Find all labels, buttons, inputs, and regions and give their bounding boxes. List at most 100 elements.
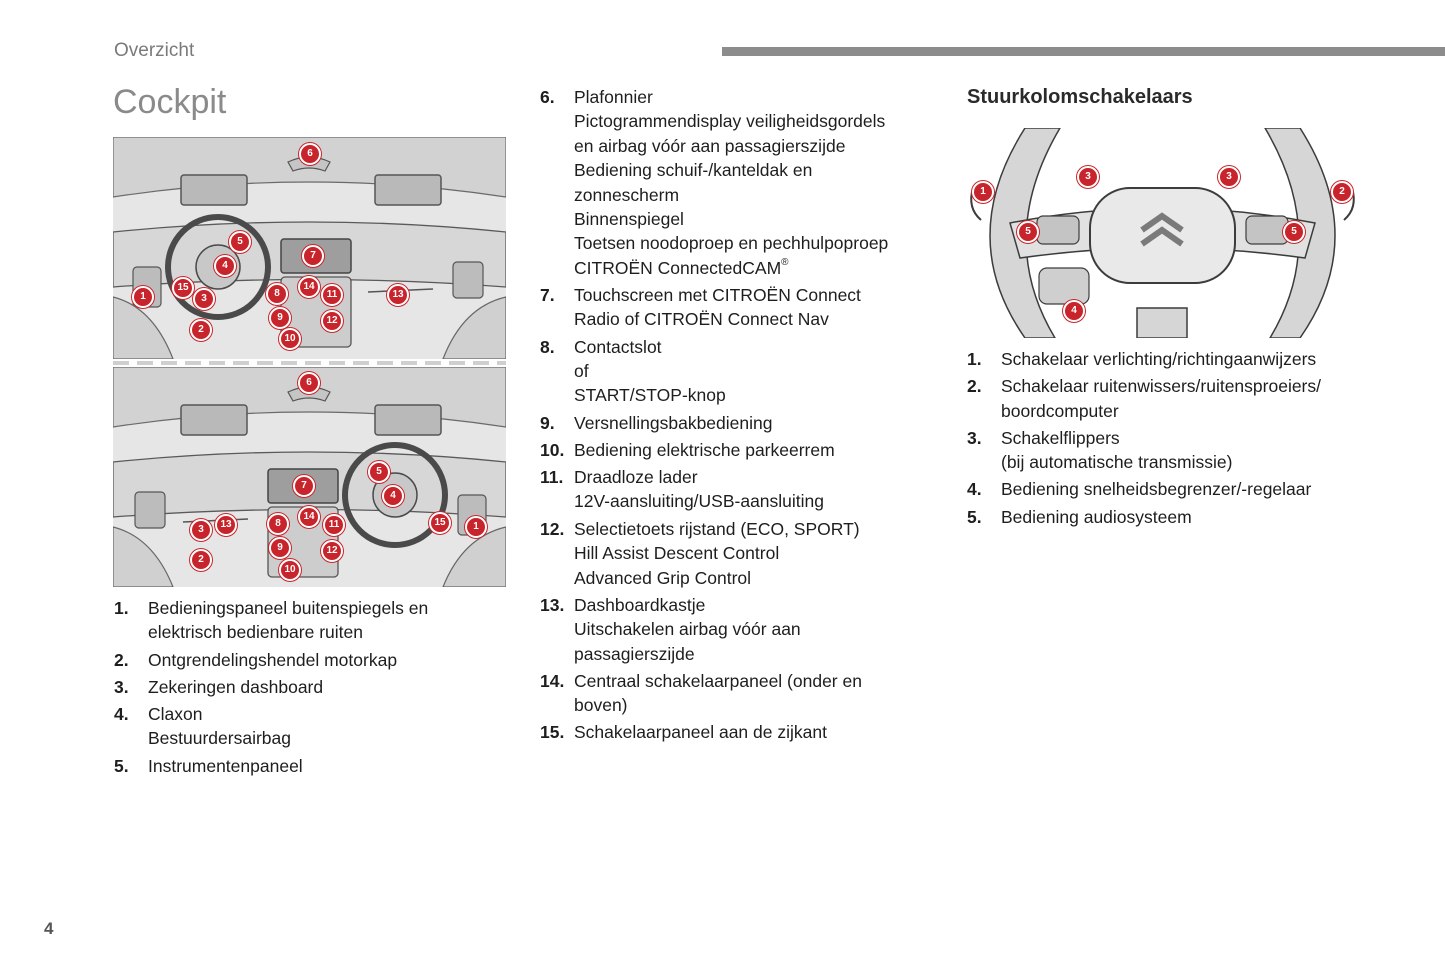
item-text-line: Schakelaarpaneel aan de zijkant [574, 722, 827, 743]
page-number: 4 [44, 919, 54, 938]
list-item: 9.Versnellingsbakbediening [540, 411, 930, 435]
callout-badge: 11 [321, 284, 343, 306]
callout-badge: 13 [387, 284, 409, 306]
item-text-line: Bediening audiosysteem [1001, 506, 1192, 527]
item-number: 15. [540, 722, 565, 743]
item-text-line: passagierszijde [574, 643, 695, 664]
callout-badge: 12 [321, 310, 343, 332]
item-number: 6. [540, 87, 555, 107]
item-text-line: Advanced Grip Control [574, 567, 752, 588]
callout-badge: 4 [1063, 300, 1085, 322]
list-item: 2.Schakelaar ruitenwissers/ruitensproeie… [967, 374, 1367, 423]
item-text-line: START/STOP-knop [574, 385, 726, 406]
callout-badge: 10 [279, 328, 301, 350]
item-text-line: Plafonnier [574, 87, 653, 107]
item-text-line: Pictogrammendisplay veiligheidsgordels [574, 111, 886, 132]
item-number: 1. [967, 349, 982, 369]
cockpit-lhd-illustration: 6 5 7 4 14 15 1 3 8 11 13 9 12 2 10 [112, 136, 507, 360]
cockpit-rhd-illustration: 6 5 7 4 14 3 13 8 11 15 1 9 12 2 10 [112, 366, 507, 588]
section-label: Overzicht [114, 40, 195, 61]
item-text-line: (bij automatische transmissie) [1001, 452, 1233, 473]
item-text-line: elektrisch bedienbare ruiten [148, 622, 363, 643]
callout-badge: 4 [382, 485, 404, 507]
item-text-line: Bediening snelheidsbegrenzer/-regelaar [1001, 479, 1312, 500]
callout-badge: 1 [132, 286, 154, 308]
item-number: 5. [967, 506, 982, 527]
callout-badge: 15 [429, 512, 451, 534]
item-text-line: Radio of CITROËN Connect Nav [574, 309, 829, 330]
item-number: 3. [114, 676, 129, 697]
figure-divider [113, 361, 506, 365]
item-number: 3. [967, 427, 982, 448]
item-number: 1. [114, 598, 129, 618]
callout-badge: 5 [1017, 221, 1039, 243]
list-item: 11. Draadloze lader 12V-aansluiting/USB-aa… [540, 465, 930, 514]
callout-badge: 2 [190, 549, 212, 571]
item-text-line: 12V-aansluiting/USB-aansluiting [574, 491, 825, 512]
callout-badge: 5 [1283, 221, 1305, 243]
list-item: 14. Centraal schakelaarpaneel (onder en bo… [540, 669, 930, 718]
callout-badge: 2 [190, 319, 212, 341]
item-number: 4. [114, 704, 129, 725]
callout-badge: 6 [299, 143, 321, 165]
item-number: 4. [967, 479, 982, 500]
callout-badge: 12 [321, 540, 343, 562]
callout-badge: 8 [266, 283, 288, 305]
callout-badge: 6 [298, 372, 320, 394]
callout-badge: 8 [267, 513, 289, 535]
item-text-line: Selectietoets rijstand (ECO, SPORT) [574, 518, 860, 539]
item-number: 7. [540, 285, 555, 306]
cockpit-items-list-1: 1. Bedieningspaneel buitenspiegels en elek… [114, 596, 514, 781]
callout-badge: 7 [302, 245, 324, 267]
item-text-line: Draadloze lader [574, 467, 698, 488]
item-text-line: Hill Assist Descent Control [574, 543, 780, 564]
item-text-line: Schakelaar verlichting/richtingaanwijzer… [1001, 349, 1317, 369]
item-number: 2. [114, 649, 129, 670]
callout-badge: 13 [215, 514, 237, 536]
item-text-line: Bestuurdersairbag [148, 728, 291, 749]
callout-badge: 14 [298, 506, 320, 528]
page-title: Cockpit [113, 83, 227, 121]
steering-column-heading: Stuurkolomschakelaars [967, 86, 1193, 108]
item-text-line: zonnescherm [574, 184, 680, 205]
steering-items-list: 1. Schakelaar verlichting/richtingaanwijz… [967, 347, 1367, 532]
callout-badge: 3 [193, 288, 215, 310]
item-text-line: Zekeringen dashboard [148, 676, 324, 697]
list-item: 1. Bedieningspaneel buitenspiegels en elek… [114, 596, 514, 645]
callout-badge: 1 [465, 516, 487, 538]
item-number: 5. [114, 755, 129, 776]
item-text-line: of [574, 361, 589, 382]
item-text-line: Bediening elektrische parkeerrem [574, 439, 835, 460]
item-text-line: Dashboardkastje [574, 594, 706, 615]
cockpit-lhd-drawing [112, 136, 507, 360]
item-text-line: en airbag vóór aan passagierszijde [574, 135, 846, 156]
item-number: 2. [967, 376, 982, 397]
item-number: 14. [540, 670, 565, 691]
list-item: 12.Selectietoets rijstand (ECO, SPORT)Hi… [540, 517, 930, 590]
item-number: 11. [540, 467, 564, 488]
list-item: 5. Bediening audiosysteem [967, 505, 1367, 529]
item-text-line: Centraal schakelaarpaneel (onder en [574, 670, 862, 691]
list-item: 15. Schakelaarpaneel aan de zijkant [540, 720, 930, 744]
callout-badge: 7 [293, 475, 315, 497]
item-text-line: Bedieningspaneel buitenspiegels en [148, 598, 429, 618]
callout-badge: 5 [229, 231, 251, 253]
list-item: 5.Instrumentenpaneel [114, 754, 514, 778]
item-number: 10. [540, 439, 565, 460]
list-item: 3. Zekeringen dashboard [114, 675, 514, 699]
callout-badge: 14 [298, 276, 320, 298]
item-text-line: boordcomputer [1001, 400, 1119, 421]
callout-badge: 15 [172, 277, 194, 299]
list-item: 10. Bediening elektrische parkeerrem [540, 438, 930, 462]
item-number: 8. [540, 336, 555, 357]
item-text-line: CITROËN ConnectedCAM® [574, 256, 789, 278]
item-text-line: boven) [574, 695, 628, 716]
callout-badge: 3 [190, 519, 212, 541]
item-text-line: Bediening schuif-/kanteldak en [574, 160, 813, 181]
list-item: 2.Ontgrendelingshendel motorkap [114, 648, 514, 672]
